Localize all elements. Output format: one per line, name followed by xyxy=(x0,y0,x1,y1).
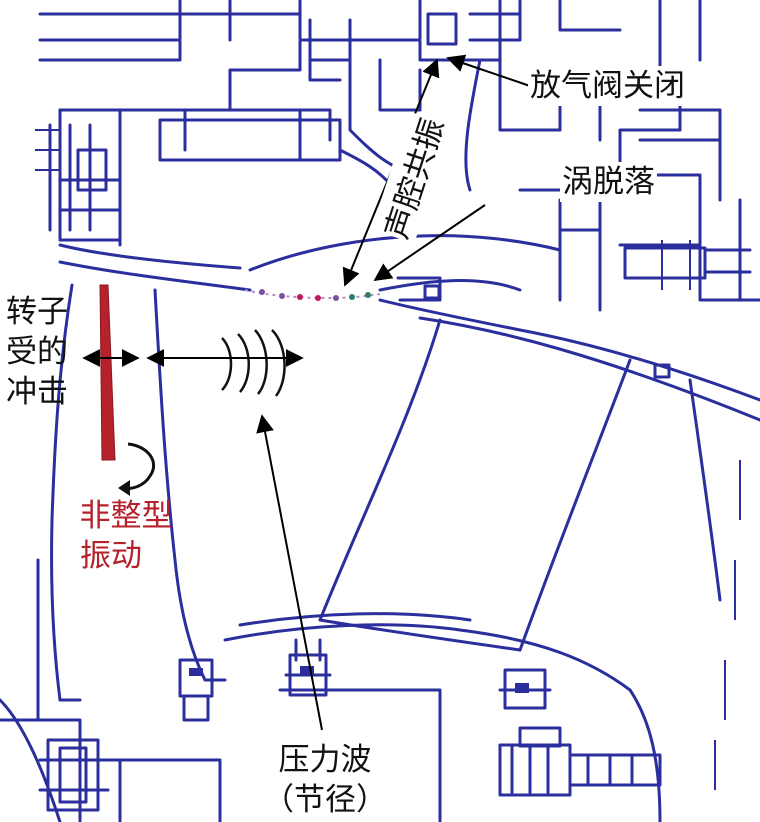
non-integral-line2: 振动 xyxy=(80,538,142,574)
non-integral-vibration-label: 非整型 振动 xyxy=(64,496,188,576)
pressure-wave-label: 压力波 （节径） xyxy=(248,740,402,820)
vortex-shedding-dots xyxy=(244,289,381,301)
rotation-arrow-icon xyxy=(121,442,156,490)
bolt-right xyxy=(498,668,552,710)
bleed-valve-closed-label: 放气阀关闭 xyxy=(528,66,687,106)
rotation-arrowhead-icon xyxy=(118,480,130,496)
non-integral-line1: 非整型 xyxy=(79,498,173,534)
rotor-impact-line2: 受的 xyxy=(6,334,68,370)
rotor-impact-label: 转子 受的 冲击 xyxy=(0,292,74,412)
pressure-wave-arrow xyxy=(256,414,323,731)
vortex-shedding-arrow xyxy=(373,204,486,282)
stator-vane xyxy=(318,318,741,790)
bleed-valve-arrow xyxy=(446,54,531,87)
bolt-center xyxy=(284,638,332,697)
upper-casing xyxy=(35,0,422,247)
bolt-lower-right xyxy=(498,726,662,797)
rotor-impact-line3: 冲击 xyxy=(6,374,68,410)
rotor-blade-red-marker xyxy=(99,284,116,461)
pressure-wave-line1: 压力波 xyxy=(278,742,372,778)
rotor-impact-line1: 转子 xyxy=(6,294,68,330)
bolt-left xyxy=(178,658,214,722)
pressure-wave-arcs xyxy=(221,329,286,397)
bolt-lower-left xyxy=(38,738,110,812)
flow-channel xyxy=(58,234,760,422)
pressure-wave-line2: （节径） xyxy=(263,782,387,818)
vortex-shedding-label: 涡脱落 xyxy=(560,162,657,202)
